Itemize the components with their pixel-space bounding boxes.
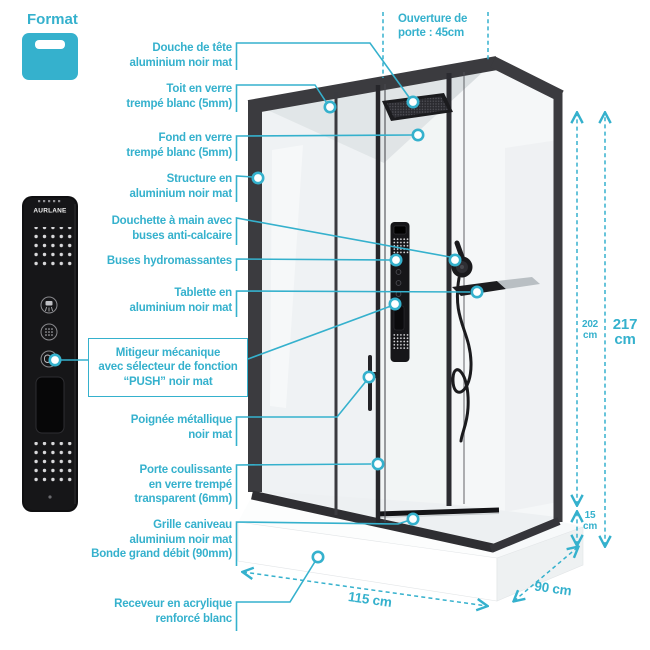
label-door-opening: Ouverture de porte : 45cm xyxy=(398,13,468,39)
connector-structure xyxy=(235,175,254,202)
front-fixed-glass xyxy=(262,88,378,523)
marker-fond xyxy=(411,128,425,142)
connector-grille xyxy=(235,519,411,566)
callout-markers xyxy=(48,95,484,564)
label-porte: Porte coulissante en verre trempé transp… xyxy=(134,464,232,505)
marker-mitigeur-panel xyxy=(48,353,62,367)
rain-shower-head xyxy=(382,93,453,121)
connector-mitigeur-right xyxy=(247,305,392,360)
column-jets-lower xyxy=(392,334,409,349)
connector-fond xyxy=(235,134,414,161)
panel-mixer-knob xyxy=(35,376,65,434)
marker-tablette xyxy=(470,285,484,299)
connector-douche-de-tete xyxy=(235,42,412,101)
label-mitigeur-box: Mitigeur mécanique avec sélecteur de fon… xyxy=(88,338,248,397)
dim-outer-height: 217 cm xyxy=(612,316,638,348)
marker-receveur xyxy=(311,550,325,564)
dimension-lines xyxy=(243,12,605,606)
drain-grille-shadow xyxy=(376,513,500,518)
shower-cabin xyxy=(237,56,584,602)
control-panel-detail: AURLANE xyxy=(22,196,78,512)
right-wall-band xyxy=(505,140,558,512)
marker-porte xyxy=(371,457,385,471)
format-icon xyxy=(22,33,78,80)
label-grille: Grille caniveau aluminium noir mat Bonde… xyxy=(91,519,232,560)
marker-poignee xyxy=(362,370,376,384)
marker-structure xyxy=(251,171,265,185)
format-title: Format xyxy=(27,11,78,28)
marker-douchette xyxy=(448,253,462,267)
door-glass xyxy=(378,73,449,524)
connector-tablette xyxy=(235,290,471,317)
marker-buses xyxy=(389,253,403,267)
marker-mitigeur-colonne xyxy=(388,297,402,311)
shower-hose xyxy=(451,276,473,443)
column-display xyxy=(393,225,407,235)
tray-deck-front xyxy=(238,496,497,558)
brand-text: AURLANE xyxy=(33,208,67,215)
connector-porte xyxy=(235,463,372,509)
brand-mark: AURLANE xyxy=(33,200,67,215)
column-jets-upper xyxy=(392,238,409,254)
connector-poignee xyxy=(235,379,368,446)
connector-buses xyxy=(235,258,391,271)
panel-jets-lower xyxy=(33,442,73,483)
marker-grille xyxy=(406,512,420,526)
annotation-lines xyxy=(61,42,471,631)
drain-grille xyxy=(376,507,500,517)
panel-jets-upper xyxy=(33,227,73,268)
connector-douchette xyxy=(235,217,451,258)
frame xyxy=(247,56,564,553)
marker-douche-de-tete xyxy=(406,95,420,109)
marker-toit xyxy=(323,100,337,114)
connector-toit xyxy=(235,84,329,112)
dim-line-115 xyxy=(243,572,487,606)
glass-reflection xyxy=(270,145,303,408)
dim-inner-height: 202 cm xyxy=(581,319,599,341)
dim-tray-height: 15 cm xyxy=(582,510,598,532)
label-buses: Buses hydromassantes xyxy=(106,255,232,267)
